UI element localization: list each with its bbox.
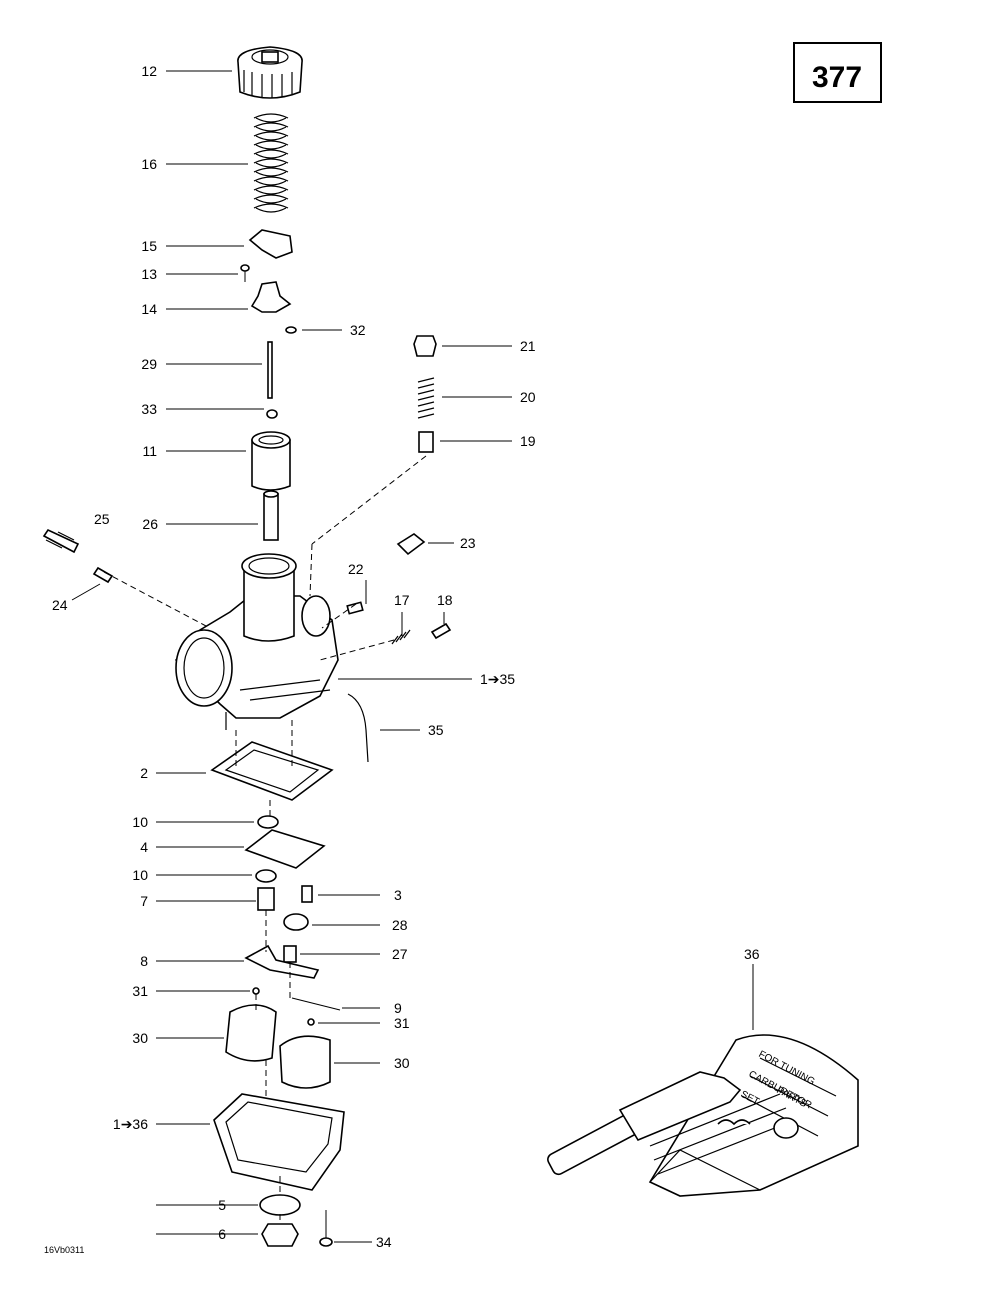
callout-9: 9: [394, 1000, 402, 1016]
part-e-clip: [285, 326, 297, 334]
part-gasket: [210, 741, 334, 801]
parts-illustration: [42, 46, 859, 1247]
callout-31-left: 31: [132, 983, 148, 999]
part-needle-jet: [263, 490, 279, 541]
callout-23: 23: [460, 535, 476, 551]
part-bowl-screw: [319, 1210, 333, 1247]
part-carburetor-body: [174, 553, 339, 730]
callout-15: 15: [141, 238, 157, 254]
callout-22: 22: [348, 561, 364, 577]
part-vent-tube: [347, 693, 369, 763]
part-cable-adjuster: [42, 528, 114, 584]
part-cap: [237, 46, 303, 99]
part-needle-holder: [250, 281, 292, 313]
part-jet-needle: [267, 341, 273, 399]
part-idle-spring: [391, 629, 411, 645]
part-valve-seat: [283, 913, 309, 931]
callout-5: 5: [218, 1197, 226, 1213]
part-float-screw-left: [252, 987, 260, 995]
callout-27: 27: [392, 946, 408, 962]
assembly-lines: [103, 455, 427, 1224]
callout-33: 33: [141, 401, 157, 417]
part-needle-clip-plate: [248, 229, 293, 259]
callout-1-35: 1➔35: [480, 671, 515, 687]
part-idle-screw: [430, 622, 452, 640]
callout-6: 6: [218, 1226, 226, 1242]
page-number: 377: [812, 61, 862, 94]
callout-3: 3: [394, 887, 402, 903]
callout-10-upper: 10: [132, 814, 148, 830]
callout-35: 35: [428, 722, 444, 738]
callout-20: 20: [520, 389, 536, 405]
callout-11: 11: [142, 443, 157, 459]
part-float-left: [225, 1004, 277, 1062]
callout-17: 17: [394, 592, 410, 608]
callout-19: 19: [520, 433, 536, 449]
callout-30-right: 30: [394, 1055, 410, 1071]
part-throttle-valve: [251, 431, 291, 491]
part-tool-kit: [547, 1034, 859, 1197]
part-bowl-o-ring: [259, 1194, 301, 1216]
callout-26: 26: [142, 516, 158, 532]
part-spring: [253, 113, 289, 213]
leader-lines: [71, 70, 754, 1243]
callout-24: 24: [52, 597, 68, 613]
drawing-code: 16Vb0311: [44, 1245, 84, 1255]
part-jet-plate: [244, 829, 326, 869]
callout-14: 14: [141, 301, 157, 317]
callout-8: 8: [140, 953, 148, 969]
part-float-right: [279, 1035, 331, 1089]
part-small-screw: [240, 264, 250, 282]
part-drain-plug: [261, 1223, 299, 1247]
callout-labels: 12 16 15 13 14 32 29 33 11 21 20 19 25 2…: [52, 63, 760, 1250]
part-plug-cap: [396, 533, 426, 556]
callout-18: 18: [437, 592, 453, 608]
callout-36: 36: [744, 946, 760, 962]
callout-10-lower: 10: [132, 867, 148, 883]
callout-30-left: 30: [132, 1030, 148, 1046]
part-air-screw-assembly: [413, 335, 437, 453]
callout-21: 21: [520, 338, 536, 354]
part-float-pin: [291, 997, 341, 1011]
callout-25: 25: [94, 511, 110, 527]
callout-4: 4: [140, 839, 148, 855]
part-float-arm: [244, 944, 320, 979]
part-float-bowl: [213, 1093, 345, 1191]
callout-1-36: 1➔36: [113, 1116, 148, 1132]
callout-13: 13: [141, 266, 157, 282]
part-o-ring-upper: [257, 815, 279, 829]
part-o-ring-lower: [255, 869, 277, 883]
callout-16: 16: [141, 156, 157, 172]
callout-7: 7: [140, 893, 148, 909]
callout-32: 32: [350, 322, 366, 338]
part-needle-valve: [283, 945, 297, 963]
part-washer: [266, 409, 278, 419]
callout-28: 28: [392, 917, 408, 933]
part-pilot-screw: [346, 601, 364, 615]
callout-31-right: 31: [394, 1015, 410, 1031]
page-number-box: 377: [793, 42, 882, 103]
part-main-jet: [257, 887, 275, 911]
part-float-screw-right: [307, 1018, 315, 1026]
callout-29: 29: [141, 356, 157, 372]
part-pilot-jet: [301, 885, 313, 903]
callout-12: 12: [141, 63, 157, 79]
callout-34: 34: [376, 1234, 392, 1250]
callout-2: 2: [140, 765, 148, 781]
